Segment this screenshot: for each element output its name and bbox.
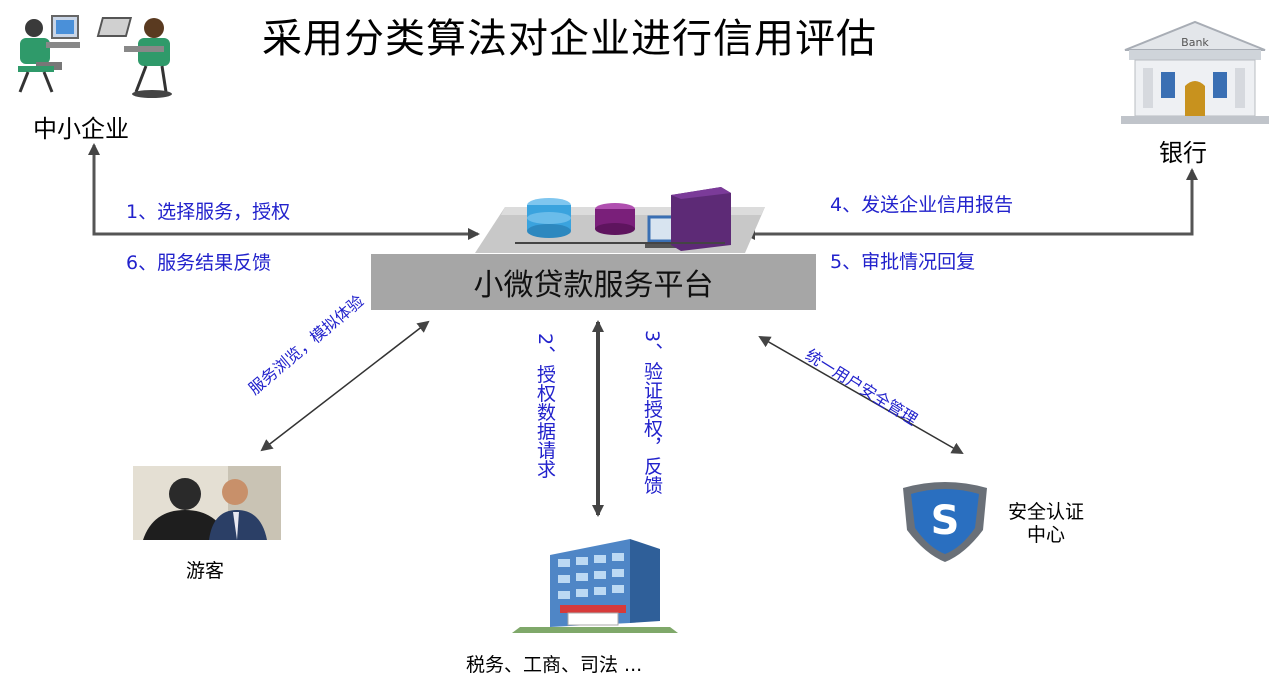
bank-icon-group: Bank xyxy=(1115,20,1275,128)
node-label-sme: 中小企业 xyxy=(33,115,129,143)
node-label-gov: 税务、工商、司法 ... xyxy=(466,654,643,676)
edge-label-6: 6、服务结果反馈 xyxy=(126,252,272,274)
svg-text:S: S xyxy=(931,498,960,544)
arrow-bank-platform xyxy=(743,168,1198,240)
node-label-security: 安全认证 中心 xyxy=(1008,501,1085,546)
edge-label-3: 3、验证授权，反馈 xyxy=(641,330,663,495)
node-label-visitor: 游客 xyxy=(186,560,225,582)
bank-building-icon: Bank xyxy=(1121,20,1269,124)
edge-label-2: 2、授权数据请求 xyxy=(534,333,556,479)
server-icon xyxy=(475,187,765,253)
platform-server-group xyxy=(475,185,775,255)
diagram-title: 采用分类算法对企业进行信用评估 xyxy=(262,16,877,62)
edge-label-5: 5、审批情况回复 xyxy=(830,251,976,273)
shield-s-icon: S xyxy=(895,478,995,562)
arrow-platform-visitor xyxy=(260,320,430,452)
arrow-sme-platform xyxy=(88,143,480,240)
sme-icon-group xyxy=(6,6,176,102)
database-icon xyxy=(527,198,571,238)
bank-sign-text: Bank xyxy=(1181,36,1209,49)
edge-label-4: 4、发送企业信用报告 xyxy=(830,194,1014,216)
node-label-bank: 银行 xyxy=(1159,139,1207,167)
platform-node: 小微贷款服务平台 xyxy=(371,254,816,310)
edge-label-1: 1、选择服务，授权 xyxy=(126,201,291,223)
computer-user-icon xyxy=(18,15,172,98)
arrow-platform-security xyxy=(758,336,964,454)
people-photo-icon xyxy=(133,466,281,540)
office-building-icon xyxy=(510,535,680,635)
